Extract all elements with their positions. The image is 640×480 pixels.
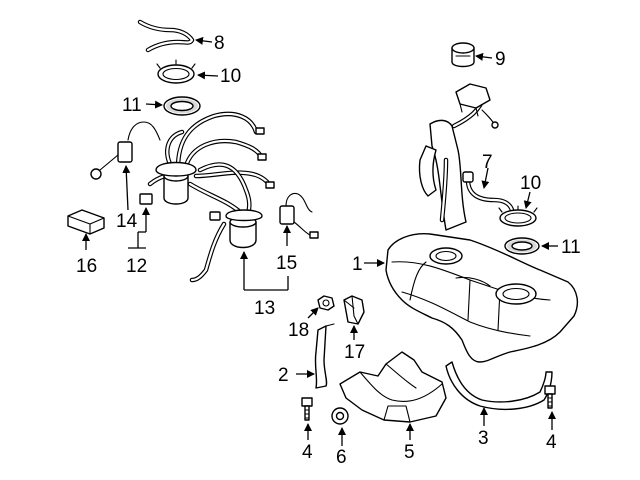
lock-ring-left-part — [156, 59, 196, 84]
wire-harness-part — [137, 19, 195, 53]
callout-4-left: 4 — [302, 442, 313, 463]
seal-right-part — [504, 237, 540, 255]
callout-3: 3 — [478, 428, 489, 449]
callout-10-right: 10 — [520, 173, 541, 194]
callout-5: 5 — [404, 442, 415, 463]
callout-17: 17 — [344, 342, 365, 363]
vent-hose-part — [462, 171, 515, 213]
tank-strap-left-part — [314, 323, 335, 389]
leader-lines — [82, 36, 558, 446]
callout-14: 14 — [116, 211, 138, 232]
callout-6: 6 — [336, 447, 347, 468]
callout-11-right: 11 — [561, 237, 581, 258]
callout-18: 18 — [288, 320, 309, 341]
callout-2: 2 — [278, 365, 289, 386]
callout-15: 15 — [276, 253, 297, 274]
grommet-part — [331, 407, 349, 425]
callout-13: 13 — [254, 298, 275, 319]
callout-1: 1 — [352, 254, 363, 275]
tank-strap-right-part — [445, 361, 553, 411]
bolt-left-part — [301, 397, 313, 421]
nut-part — [317, 295, 335, 311]
filler-neck-part — [418, 83, 499, 231]
callout-12: 12 — [126, 256, 147, 277]
callout-9: 9 — [495, 49, 506, 70]
callout-8: 8 — [214, 33, 225, 54]
mounting-bracket-part — [343, 295, 365, 325]
callout-10-left: 10 — [220, 66, 241, 87]
lock-ring-right-part — [498, 205, 538, 227]
fuel-tank-part — [385, 233, 579, 363]
callout-7: 7 — [482, 152, 493, 173]
heat-shield-part — [339, 351, 447, 423]
seal-left-part — [163, 96, 201, 116]
filler-cap-part — [451, 42, 475, 68]
callout-4-right: 4 — [546, 432, 557, 453]
fuel-pump-assembly-part — [139, 111, 275, 283]
callout-16: 16 — [76, 256, 97, 277]
callout-labels: 8 10 11 9 7 10 11 1 14 12 16 15 13 18 17… — [76, 33, 581, 468]
callout-11-left: 11 — [122, 95, 142, 116]
level-sensor-part — [90, 121, 161, 180]
pressure-sensor-part — [279, 192, 319, 239]
bolt-right-part — [544, 385, 556, 409]
control-module-part — [67, 209, 105, 235]
